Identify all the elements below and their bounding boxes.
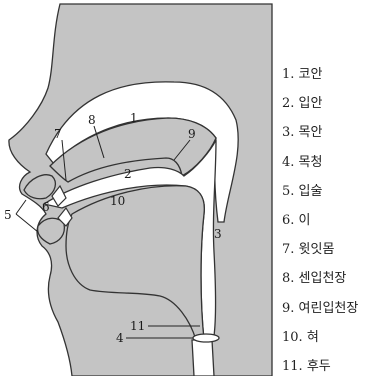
legend-number: 5. <box>282 184 294 199</box>
callout-7: 7 <box>54 127 62 141</box>
legend-label: 목안 <box>299 125 323 140</box>
legend-label: 혀 <box>307 330 319 345</box>
leader-5a <box>16 200 26 214</box>
legend-label: 센입천장 <box>299 271 347 286</box>
callout-4: 4 <box>116 331 124 345</box>
legend-label: 코안 <box>299 67 323 82</box>
callout-10: 10 <box>110 194 125 208</box>
legend-number: 11. <box>282 359 303 374</box>
callout-6: 6 <box>42 200 50 214</box>
legend-item: 10. 혀 <box>282 323 358 352</box>
legend-label: 후두 <box>307 359 331 374</box>
legend-item: 6. 이 <box>282 206 358 235</box>
legend-list: 1. 코안 2. 입안 3. 목안 4. 목청 5. 입술 6. 이 7. 윗잇… <box>282 60 358 381</box>
legend-label: 여린입천장 <box>299 301 359 316</box>
legend-number: 4. <box>282 155 294 170</box>
callout-8: 8 <box>88 113 96 127</box>
callout-1: 1 <box>130 111 138 125</box>
legend-number: 8. <box>282 271 294 286</box>
callout-3: 3 <box>214 227 222 241</box>
legend-label: 윗잇몸 <box>299 242 335 257</box>
legend-label: 입술 <box>299 184 323 199</box>
legend-item: 7. 윗잇몸 <box>282 235 358 264</box>
legend-label: 이 <box>299 213 311 228</box>
legend-label: 목청 <box>299 155 323 170</box>
legend-number: 3. <box>282 125 294 140</box>
leader-5b <box>16 214 38 232</box>
legend-item: 8. 센입천장 <box>282 264 358 293</box>
legend-number: 6. <box>282 213 294 228</box>
glottis <box>193 334 219 342</box>
callout-5: 5 <box>4 208 12 222</box>
legend-number: 7. <box>282 242 294 257</box>
legend-item: 3. 목안 <box>282 118 358 147</box>
legend-number: 1. <box>282 67 294 82</box>
legend-item: 2. 입안 <box>282 89 358 118</box>
trachea <box>192 340 214 376</box>
legend-item: 9. 여린입천장 <box>282 294 358 323</box>
legend-item: 5. 입술 <box>282 177 358 206</box>
legend-number: 2. <box>282 96 294 111</box>
legend-label: 입안 <box>299 96 323 111</box>
legend-number: 10. <box>282 330 303 345</box>
callout-9: 9 <box>188 127 196 141</box>
legend-number: 9. <box>282 301 294 316</box>
legend-item: 11. 후두 <box>282 352 358 381</box>
callout-2: 2 <box>124 167 132 181</box>
callout-11: 11 <box>130 319 145 333</box>
legend-item: 1. 코안 <box>282 60 358 89</box>
legend-item: 4. 목청 <box>282 148 358 177</box>
